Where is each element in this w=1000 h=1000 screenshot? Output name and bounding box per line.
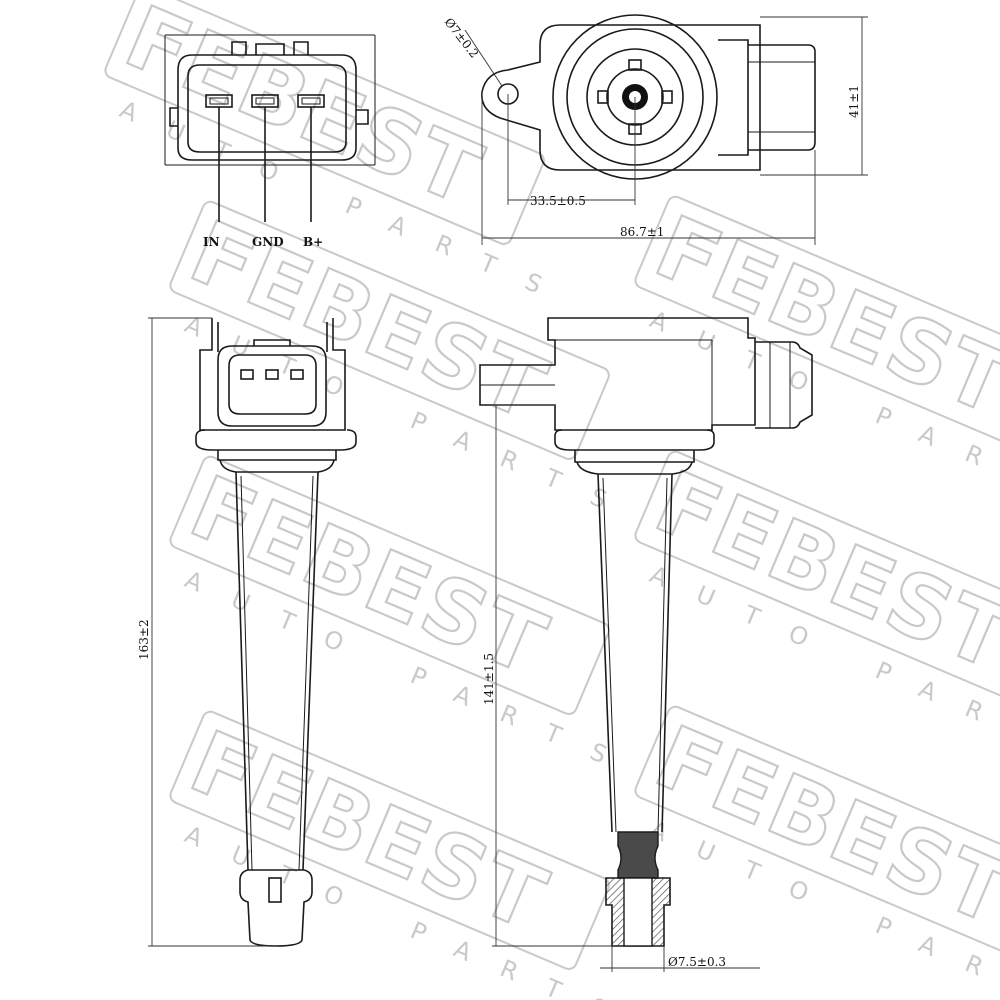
side-tip-bore xyxy=(623,877,653,947)
dim-leader-hole xyxy=(464,29,503,87)
connector-housing-top xyxy=(748,44,816,151)
front-tip-window xyxy=(268,877,282,903)
side-collar-lower xyxy=(576,461,693,475)
connector-face-view: IN GND B+ xyxy=(164,34,376,249)
front-connector-inner xyxy=(228,354,317,415)
front-pin xyxy=(290,369,304,380)
dim-boot-length: 141±1.5 xyxy=(482,653,496,705)
pin-bplus-contact xyxy=(301,97,321,105)
connector-shell xyxy=(177,54,357,161)
front-housing-inner xyxy=(217,322,328,352)
front-collar xyxy=(217,450,337,461)
side-spring xyxy=(617,831,659,879)
dim-overall-width: 86.7±1 xyxy=(620,225,664,239)
front-connector-frame xyxy=(217,345,327,427)
connector-inner-shell xyxy=(187,64,347,153)
pin-label-in: IN xyxy=(203,235,220,249)
front-housing-outline xyxy=(199,318,346,431)
dim-hole-offset: 33.5±0.5 xyxy=(530,194,586,208)
front-flange xyxy=(195,429,357,451)
dim-mount-hole: Ø7±0.2 xyxy=(442,15,482,60)
front-tip xyxy=(239,869,313,947)
pin-gnd-contact xyxy=(255,97,275,105)
connector-base-top xyxy=(718,39,749,156)
connector-side-rib xyxy=(169,107,178,127)
side-connector xyxy=(755,341,813,429)
side-head-outline xyxy=(479,317,756,431)
key-left xyxy=(597,90,609,104)
watermark-layer: FEBEST AUTO PARTS FEBEST AUTO PARTS FEBE… xyxy=(104,0,1000,1000)
side-boot-inner xyxy=(602,477,668,833)
front-collar-lower xyxy=(219,459,335,473)
front-boot-inner xyxy=(240,475,314,871)
side-collar xyxy=(574,450,695,463)
front-view: 163±2 xyxy=(137,317,357,947)
pin-label-bplus: B+ xyxy=(303,235,323,249)
side-view: 141±1.5 Ø7.5±0.3 xyxy=(479,317,813,972)
dim-overall-length: 163±2 xyxy=(137,619,151,660)
key-top xyxy=(628,59,642,71)
front-connector-latch xyxy=(253,339,291,346)
key-right xyxy=(661,90,673,104)
coil-body-outline-top xyxy=(481,24,761,171)
front-pin xyxy=(265,369,279,380)
pin-in-contact xyxy=(209,97,229,105)
side-connector-ribs xyxy=(769,342,791,428)
pin-label-gnd: GND xyxy=(252,235,284,249)
connector-side-latch xyxy=(356,109,369,125)
dim-body-depth: 41±1 xyxy=(847,85,861,118)
top-view: 33.5±0.5 86.7±1 41±1 Ø7±0.2 xyxy=(442,14,868,245)
front-boot xyxy=(235,471,319,871)
connector-lock-tabs xyxy=(231,41,309,55)
front-pin xyxy=(240,369,254,380)
side-boot xyxy=(597,473,673,833)
dim-tip-diameter: Ø7.5±0.3 xyxy=(668,955,726,969)
side-flange xyxy=(554,429,715,451)
